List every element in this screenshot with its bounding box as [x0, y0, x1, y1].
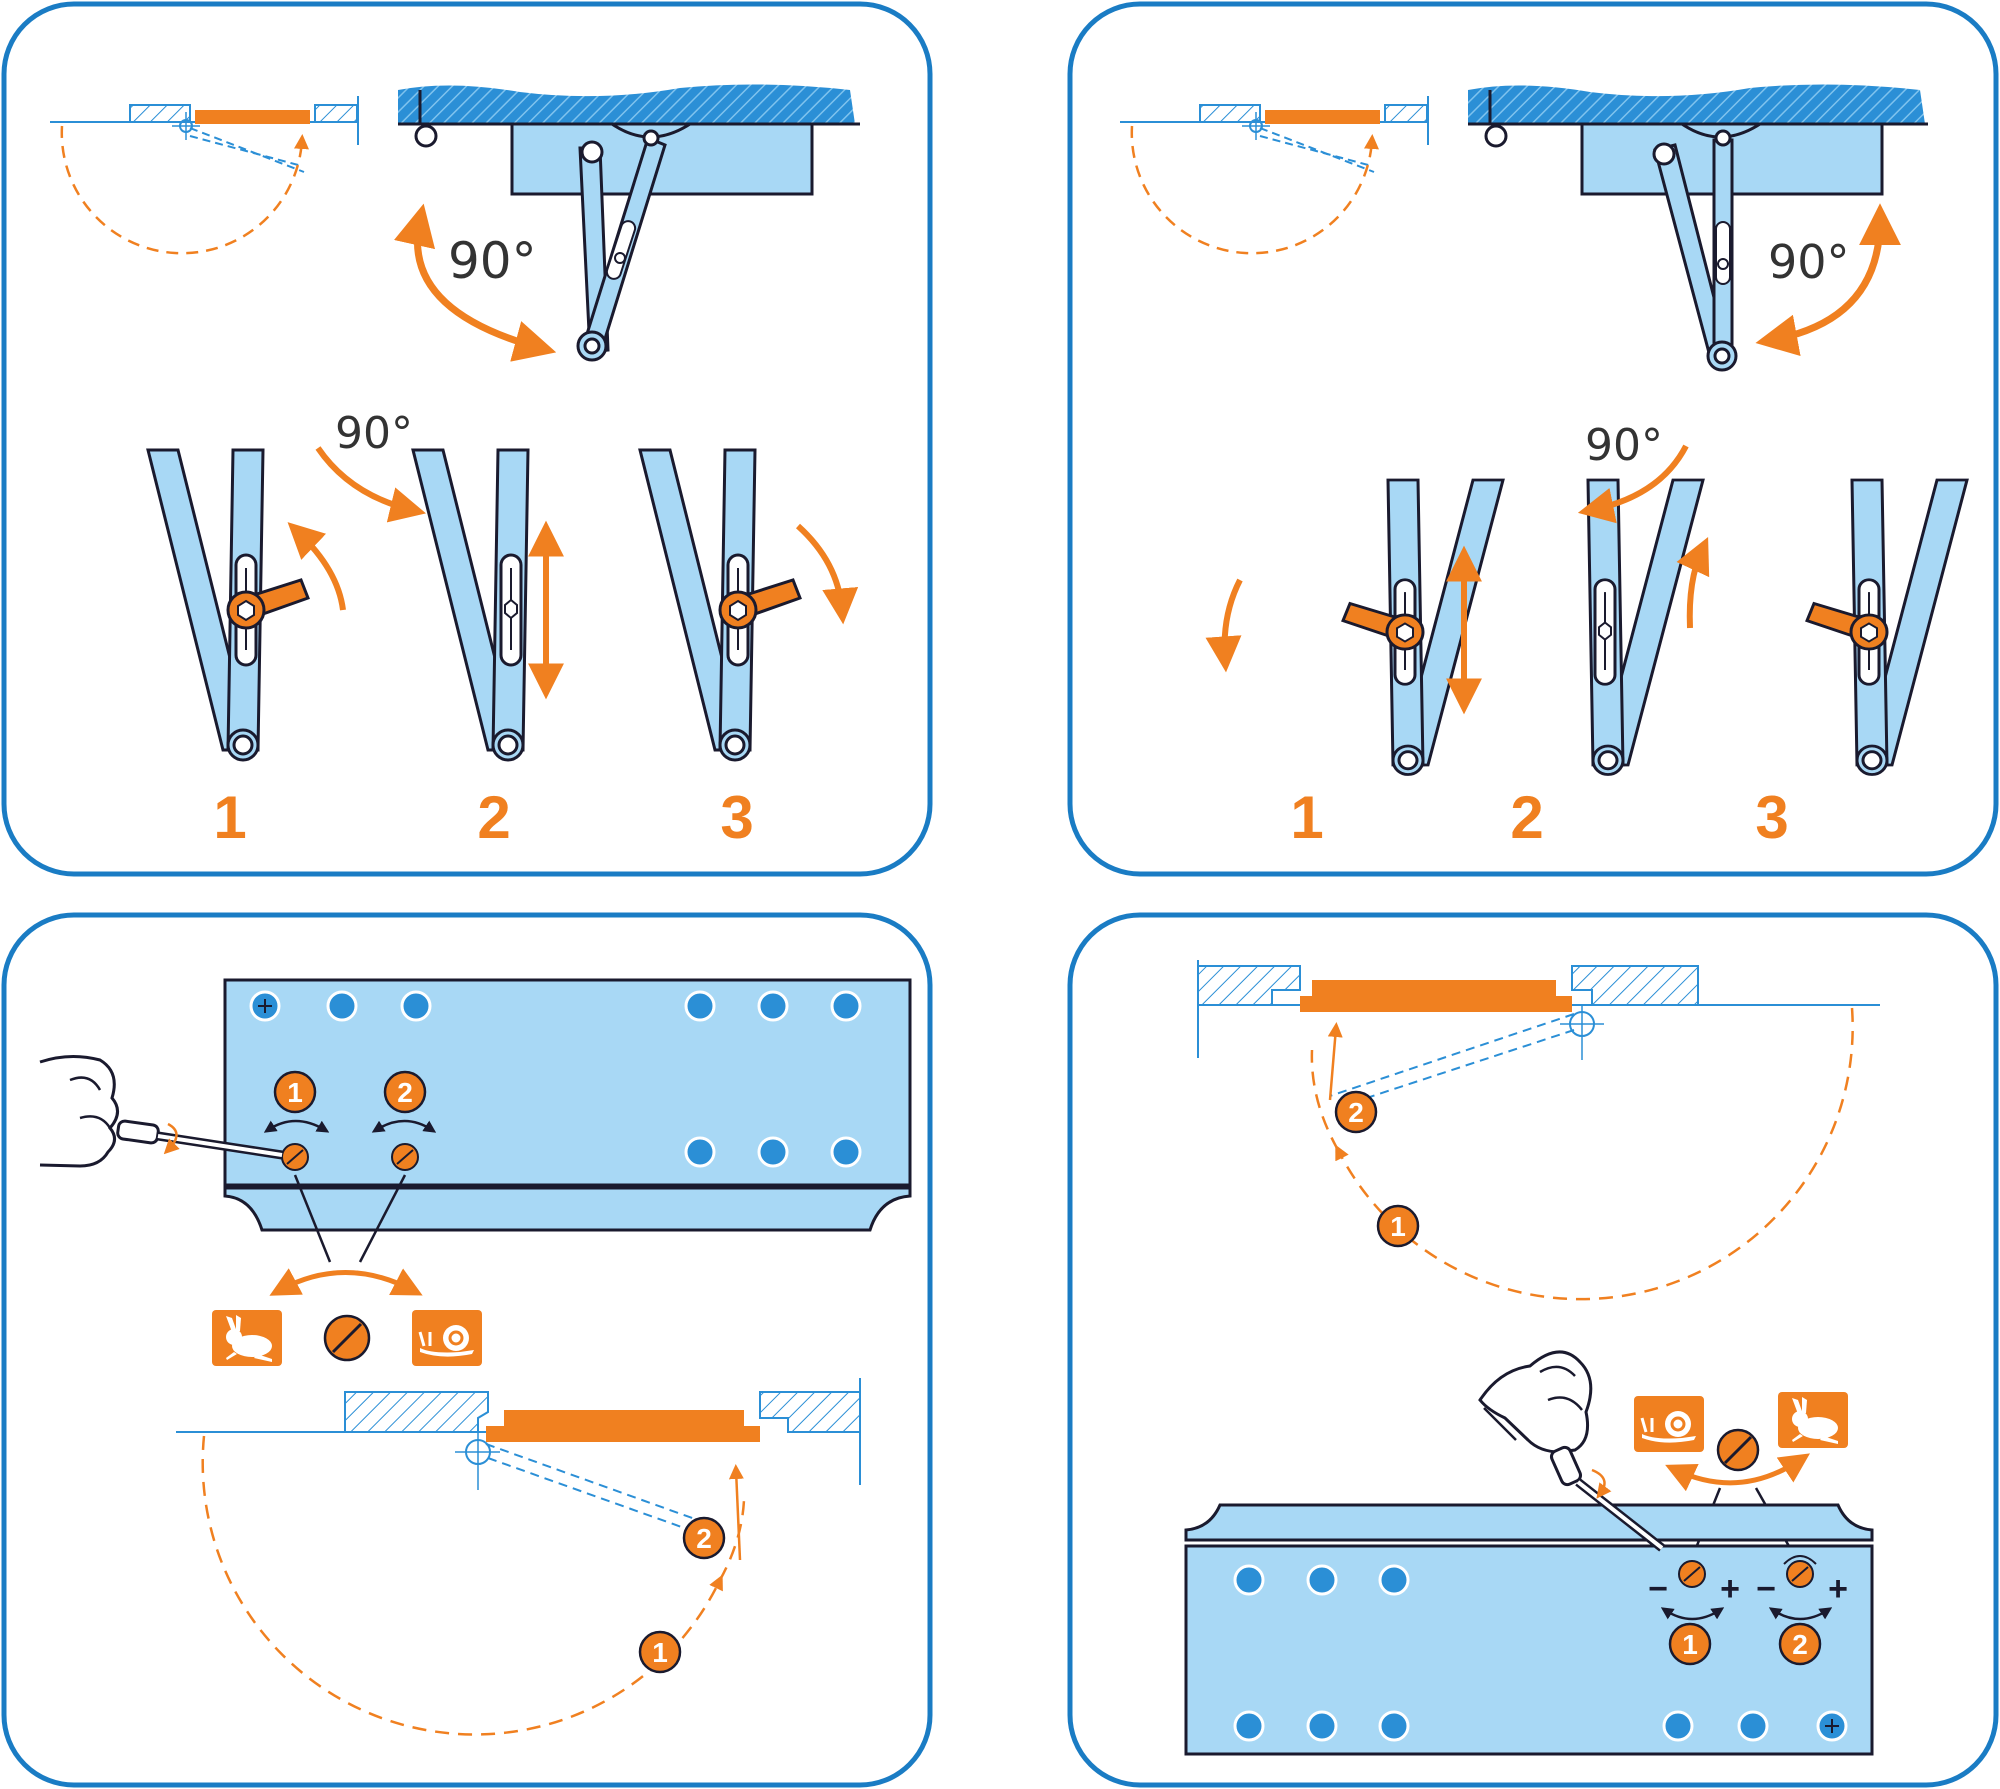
plus-sign-1: +	[1720, 1570, 1740, 1608]
mount-holes-top	[249, 990, 862, 1168]
angle-label-main-right: 90°	[1768, 235, 1850, 289]
valve-screw-1-right[interactable]	[1678, 1560, 1706, 1588]
svg-text:2: 2	[397, 1077, 413, 1108]
speed-screw-icon-right	[1716, 1428, 1760, 1472]
svg-text:1: 1	[652, 1637, 668, 1668]
svg-text:2: 2	[1792, 1629, 1808, 1660]
rotation-arrow-90-right	[1755, 203, 1901, 357]
svg-text:1: 1	[287, 1077, 303, 1108]
closer-top-view-right	[1468, 84, 1928, 372]
panel-bottom-left: 1 2	[39, 978, 912, 1736]
closer-top-view	[398, 84, 860, 362]
snail-icon	[410, 1308, 484, 1368]
plus-sign-2: +	[1828, 1570, 1848, 1608]
arc-badge-1-right: 1	[1376, 1204, 1420, 1248]
rotation-arrow-90	[394, 203, 557, 362]
step-number-1: 1	[213, 784, 246, 851]
step-rotation-arrow	[315, 446, 426, 523]
step-number-2: 2	[477, 784, 510, 851]
valve-badge-2-right: 2	[1778, 1622, 1822, 1666]
valve-badge-1-right: 1	[1668, 1622, 1712, 1666]
snail-icon-right	[1632, 1394, 1706, 1454]
door-plan-large	[176, 1378, 861, 1736]
angle-label-steps-right: 90°	[1585, 420, 1663, 471]
arc-badge-2: 2	[682, 1516, 726, 1560]
step-3-illustration	[638, 448, 859, 762]
arc-badge-2-right: 2	[1334, 1090, 1378, 1134]
door-plan-small-right	[1120, 96, 1429, 255]
speed-adjust-arrow-right	[1665, 1453, 1810, 1492]
step-number-2-right: 2	[1510, 784, 1543, 851]
valve-screw-2[interactable]	[391, 1143, 419, 1171]
minus-sign-2: −	[1756, 1570, 1776, 1608]
svg-text:1: 1	[1682, 1629, 1698, 1660]
step-3-rotate-arrow-right	[1676, 536, 1710, 629]
valve-badge-2: 2	[383, 1070, 427, 1114]
rabbit-icon	[212, 1310, 282, 1366]
angle-label-main: 90°	[448, 232, 537, 290]
step-rotation-arrow-right	[1577, 444, 1689, 524]
step-1-illustration	[146, 448, 346, 762]
svg-text:1: 1	[1390, 1211, 1406, 1242]
step-number-1-right: 1	[1290, 784, 1323, 851]
valve-badge-1: 1	[273, 1070, 317, 1114]
closer-body-front-right: − + − + 1 2	[1184, 1503, 1874, 1756]
arc-badge-1: 1	[638, 1630, 682, 1674]
svg-text:2: 2	[696, 1523, 712, 1554]
closer-body-front: 1 2	[223, 978, 912, 1232]
step-number-3-right: 3	[1755, 784, 1788, 851]
door-plan-small	[50, 96, 359, 255]
panel-top-left: 90° 90° 1 2 3	[50, 84, 860, 851]
minus-sign-1: −	[1648, 1570, 1668, 1608]
rabbit-icon-right	[1778, 1392, 1848, 1448]
hand-screwdriver-icon	[39, 1055, 283, 1168]
speed-adjust-arrow	[269, 1268, 423, 1296]
hand-screwdriver-icon-right	[1478, 1350, 1665, 1552]
svg-text:2: 2	[1348, 1097, 1364, 1128]
step-2-illustration	[411, 448, 564, 762]
panel-bottom-right: 1 2	[1184, 960, 1880, 1756]
step-number-3: 3	[720, 784, 753, 851]
speed-screw-icon	[323, 1314, 371, 1362]
angle-label-steps: 90°	[335, 408, 413, 459]
step-1-rotate-arrow-right	[1205, 578, 1243, 673]
valve-screw-2-right[interactable]	[1786, 1560, 1814, 1588]
panel-top-right: 90° 90° 1 2 3	[1120, 84, 1969, 851]
valve-screw-1[interactable]	[281, 1143, 309, 1171]
